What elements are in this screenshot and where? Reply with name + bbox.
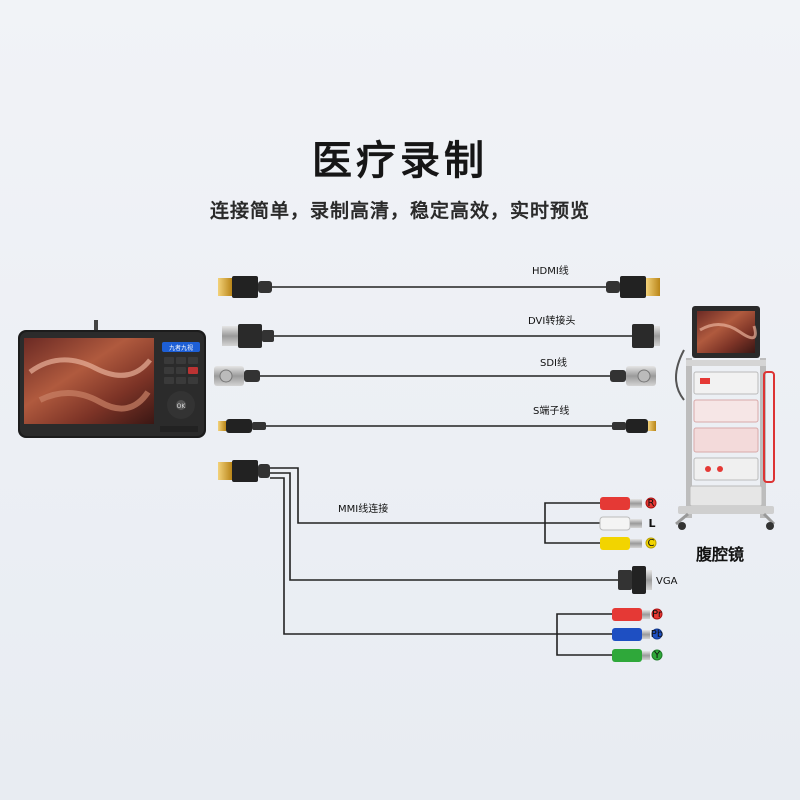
dvi-connector-right bbox=[632, 324, 660, 348]
rca-label-l: L bbox=[648, 517, 655, 530]
device-brand: 九者九视 bbox=[169, 344, 193, 352]
mmi-label: MMI线连接 bbox=[338, 502, 388, 515]
svg-text:OK: OK bbox=[177, 403, 187, 410]
vga-connector: VGA bbox=[618, 566, 678, 594]
dvi-label: DVI转接头 bbox=[528, 314, 575, 327]
s-terminal-connector-right bbox=[612, 419, 656, 433]
dvi-connector-left bbox=[222, 324, 274, 348]
mmi-connector-left bbox=[218, 460, 270, 482]
component-plug-green: Y bbox=[612, 649, 663, 662]
laparoscope-tower bbox=[675, 306, 776, 530]
sdi-connector-left bbox=[214, 366, 260, 386]
sdi-label: SDI线 bbox=[540, 356, 567, 369]
recorder-screen bbox=[24, 338, 154, 424]
component-plug-blue: Pb bbox=[612, 628, 663, 641]
page-subtitle: 连接简单，录制高清，稳定高效，实时预览 bbox=[209, 200, 590, 222]
tower-monitor bbox=[697, 311, 755, 353]
hdmi-connector-left bbox=[218, 276, 272, 298]
component-label-y: Y bbox=[653, 650, 661, 661]
page-title: 医疗录制 bbox=[312, 138, 488, 184]
rca-plug-white: L bbox=[599, 516, 656, 531]
s-terminal-label: S端子线 bbox=[533, 404, 569, 417]
component-label-pb: Pb bbox=[651, 629, 663, 640]
rca-plug-yellow: C bbox=[600, 537, 657, 550]
vga-label: VGA bbox=[656, 576, 678, 587]
component-plug-red: Pr bbox=[612, 608, 663, 621]
recorder-device: 九者九视 OK bbox=[18, 320, 206, 438]
s-terminal-connector-left bbox=[218, 419, 266, 433]
rca-label-c: C bbox=[648, 538, 655, 549]
hdmi-label: HDMI线 bbox=[532, 264, 569, 277]
sdi-connector-right bbox=[610, 366, 656, 386]
rca-label-r: R bbox=[648, 498, 655, 509]
component-label-pr: Pr bbox=[652, 609, 663, 620]
rca-plug-red: R bbox=[600, 497, 657, 510]
hdmi-connector-right bbox=[606, 276, 660, 298]
laparoscope-label: 腹腔镜 bbox=[696, 545, 744, 564]
cable-lines bbox=[260, 286, 632, 656]
